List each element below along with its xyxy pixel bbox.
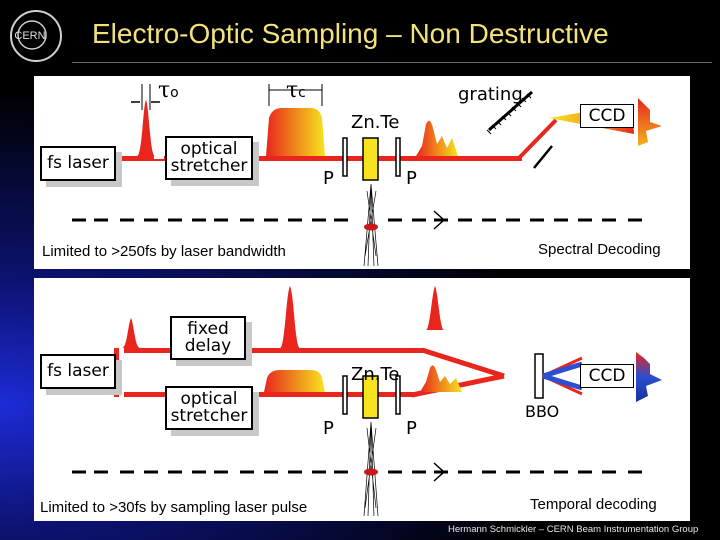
direction-arrow xyxy=(433,210,446,230)
mirror xyxy=(533,145,553,169)
bbo-label: BBO xyxy=(525,402,560,421)
tauc-label: τc xyxy=(286,78,306,103)
probe-pulse xyxy=(426,286,444,330)
spectral-decoding-caption: Spectral Decoding xyxy=(538,241,661,258)
tau0-label: τo xyxy=(158,78,179,103)
electron-bunch xyxy=(364,468,378,476)
stretched-pulse xyxy=(266,108,325,156)
modulated-pulse xyxy=(416,120,458,156)
cern-logo-text: CERN xyxy=(14,30,45,42)
title-divider xyxy=(72,62,712,63)
beam-to-grating xyxy=(517,118,558,160)
optical-stretcher-box: optical stretcher xyxy=(165,386,253,430)
electron-bunch xyxy=(364,223,378,231)
upper-beam xyxy=(124,348,424,353)
direction-arrow xyxy=(433,462,446,482)
ccd-box: CCD xyxy=(580,364,634,388)
fs-laser-box: fs laser xyxy=(40,146,116,181)
laser-trunk-beam xyxy=(114,348,119,397)
polarizer-left-label: P xyxy=(323,418,334,439)
ccd-box: CCD xyxy=(580,104,634,128)
polarizer-right xyxy=(395,375,401,415)
znte-label: Zn.Te xyxy=(351,112,400,133)
upper-beam-converge xyxy=(421,347,505,379)
page-title: Electro-Optic Sampling – Non Destructive xyxy=(92,18,609,49)
polarizer-left xyxy=(342,137,348,177)
polarizer-right-label: P xyxy=(406,168,417,189)
optical-stretcher-box: optical stretcher xyxy=(165,136,253,180)
znte-label: Zn.Te xyxy=(351,364,400,385)
sampling-limit-caption: Limited to >30fs by sampling laser pulse xyxy=(40,499,308,516)
bandwidth-limit-caption: Limited to >250fs by laser bandwidth xyxy=(42,243,286,260)
polarizer-left xyxy=(342,375,348,415)
grating xyxy=(488,90,533,132)
fs-laser-box: fs laser xyxy=(40,354,116,389)
fixed-delay-box: fixed delay xyxy=(170,316,246,360)
temporal-setup-diagram xyxy=(72,286,662,517)
grating-label: grating xyxy=(458,84,523,105)
polarizer-right-label: P xyxy=(406,418,417,439)
bbo-crystal xyxy=(534,353,544,399)
short-pulse xyxy=(137,100,155,156)
sum-frequency-beam-blue-upper xyxy=(542,361,583,379)
ccd-signal xyxy=(636,352,662,402)
sum-frequency-beam-blue-lower xyxy=(542,373,583,391)
ccd-spectrum xyxy=(638,98,662,146)
spectral-decoding-panel: fs laser optical stretcher CCD τo τc Zn.… xyxy=(34,76,690,269)
stretched-pulse xyxy=(264,370,325,392)
stretcher-branch-beam xyxy=(154,141,164,159)
lower-beam xyxy=(124,392,414,397)
polarizer-right xyxy=(395,137,401,177)
temporal-decoding-panel: fs laser fixed delay optical stretcher C… xyxy=(34,278,690,521)
znte-crystal xyxy=(362,137,379,181)
temporal-decoding-caption: Temporal decoding xyxy=(530,496,657,513)
footer-credit: Hermann Schmickler – CERN Beam Instrumen… xyxy=(448,524,699,535)
delayed-pulse xyxy=(280,286,300,348)
polarizer-left-label: P xyxy=(323,168,334,189)
cern-logo: CERN xyxy=(10,10,62,62)
reference-pulse xyxy=(122,318,140,348)
znte-crystal xyxy=(362,375,379,419)
modulated-pulse xyxy=(420,365,462,392)
laser-beam xyxy=(104,156,522,161)
